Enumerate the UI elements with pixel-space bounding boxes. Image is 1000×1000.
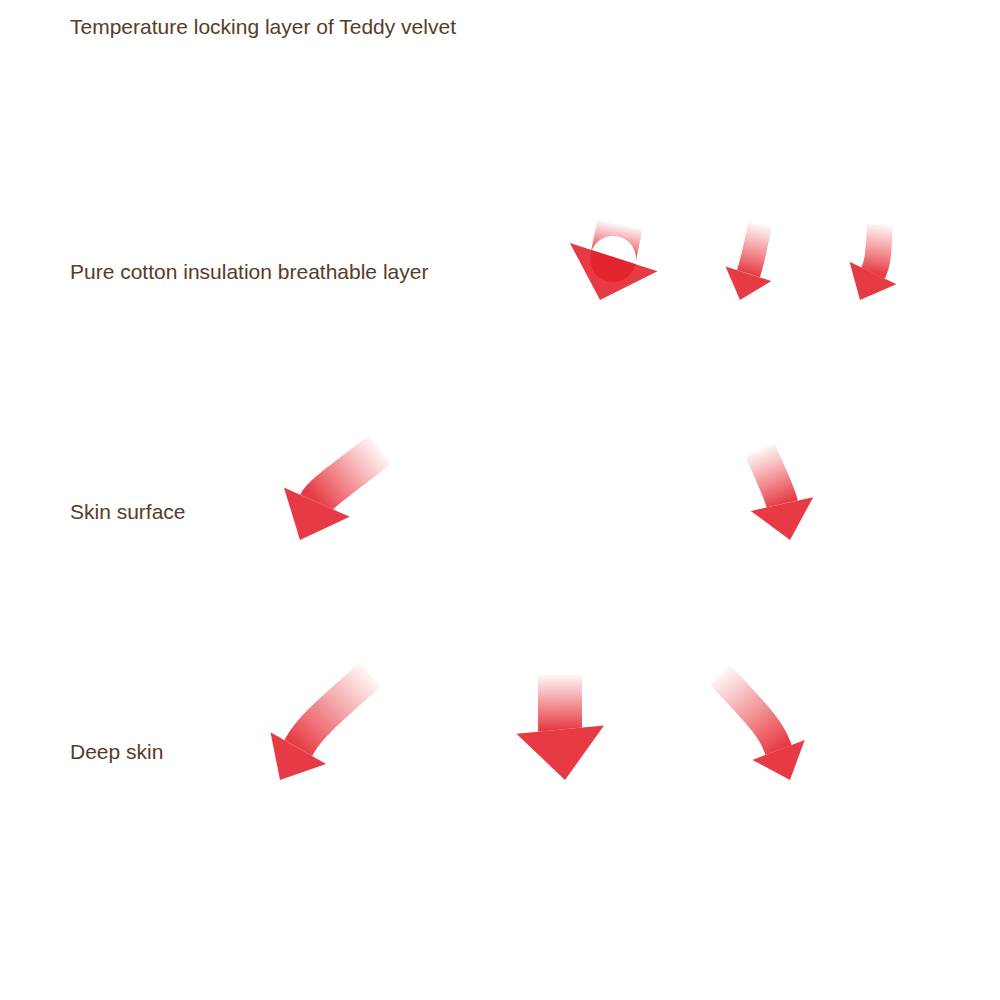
arrow-shaft [613,225,620,259]
layer-art [105,550,920,672]
layer-label: Temperature locking layer of Teddy velve… [70,15,456,39]
heat-arrow [570,225,658,300]
arrow-head [516,725,604,780]
arrow-shaft [873,225,880,273]
arrow-shaft [748,225,760,274]
arrow-shaft [760,450,782,504]
layer-art [65,300,925,434]
heat-arrow [516,675,604,780]
arrow-shaft [298,675,370,748]
arrow-head [270,732,326,780]
arrow-head [726,266,772,300]
layer-shape [65,780,1000,1000]
layer-shape [65,300,925,450]
layer-shape [95,540,920,675]
layer-art [65,73,1000,221]
arrow-head [751,497,813,540]
heat-arrow [751,450,813,540]
arrow-shaft [538,675,582,730]
tissue-layer: Temperature locking layer of Teddy velve… [65,55,1000,225]
layer-art [30,782,1000,1000]
arrow-head [752,740,804,780]
layer-label: Deep skin [70,740,163,764]
layer-label: Pure cotton insulation breathable layer [70,260,428,284]
heat-arrow [284,450,380,540]
tissue-layer: Pure cotton insulation breathable layer [65,300,925,450]
heat-arrow [849,225,896,300]
heat-arrow [720,675,805,780]
layer-shape [65,55,1000,225]
tissue-layer: Deep skin [65,780,1000,1000]
arrow-head [570,243,658,300]
layer-label: Skin surface [70,500,186,524]
arrow-shaft [317,450,380,502]
heat-arrow [726,225,772,300]
arrow-head [284,488,350,540]
arrow-shaft [720,675,779,750]
tissue-layer: Skin surface [95,540,920,675]
arrow-head [849,262,896,300]
heat-arrow [270,675,370,780]
